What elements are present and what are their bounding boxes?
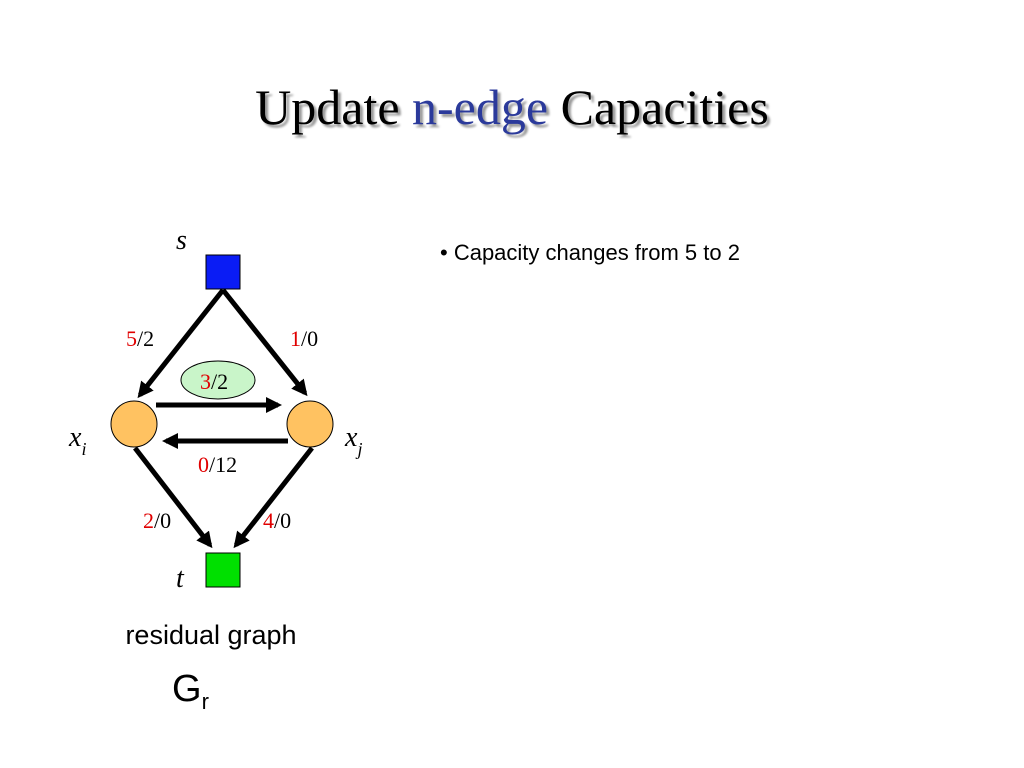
node-s-label: s <box>176 225 187 256</box>
edge-xj-t <box>233 446 314 549</box>
slide-title: Update n-edge Capacities <box>0 78 1024 136</box>
edge-s-xi <box>137 288 225 399</box>
node-t <box>205 552 241 588</box>
bullet-text: • Capacity changes from 5 to 2 <box>440 240 740 265</box>
graph-caption: residual graph <box>125 620 297 650</box>
node-xi-label: xi <box>68 422 86 459</box>
node-xj-label: xj <box>344 422 362 459</box>
graph-name-main: G <box>172 668 202 710</box>
edge-xj-xi-label: 0/12 <box>198 452 237 477</box>
edge-s-xj-label: 1/0 <box>290 326 318 351</box>
node-xi <box>110 400 158 448</box>
node-xj <box>286 400 334 448</box>
title-highlight: n-edge <box>412 79 549 135</box>
graph-name-sub: r <box>201 689 209 714</box>
edge-s-xi-label: 5/2 <box>126 326 154 351</box>
edge-s-xj <box>221 288 308 397</box>
graph-name: Gr <box>172 668 209 715</box>
edge-xi-xj-label: 3/2 <box>200 369 228 394</box>
node-t-label: t <box>176 563 185 594</box>
title-part-2: Capacities <box>548 79 769 135</box>
edge-xi-xj-highlight <box>180 360 256 400</box>
node-s <box>205 254 241 290</box>
edge-xi-t-label: 2/0 <box>143 508 171 533</box>
edge-xj-t-label: 4/0 <box>263 508 291 533</box>
edge-xi-t <box>133 446 213 549</box>
title-part-1: Update <box>255 79 413 135</box>
